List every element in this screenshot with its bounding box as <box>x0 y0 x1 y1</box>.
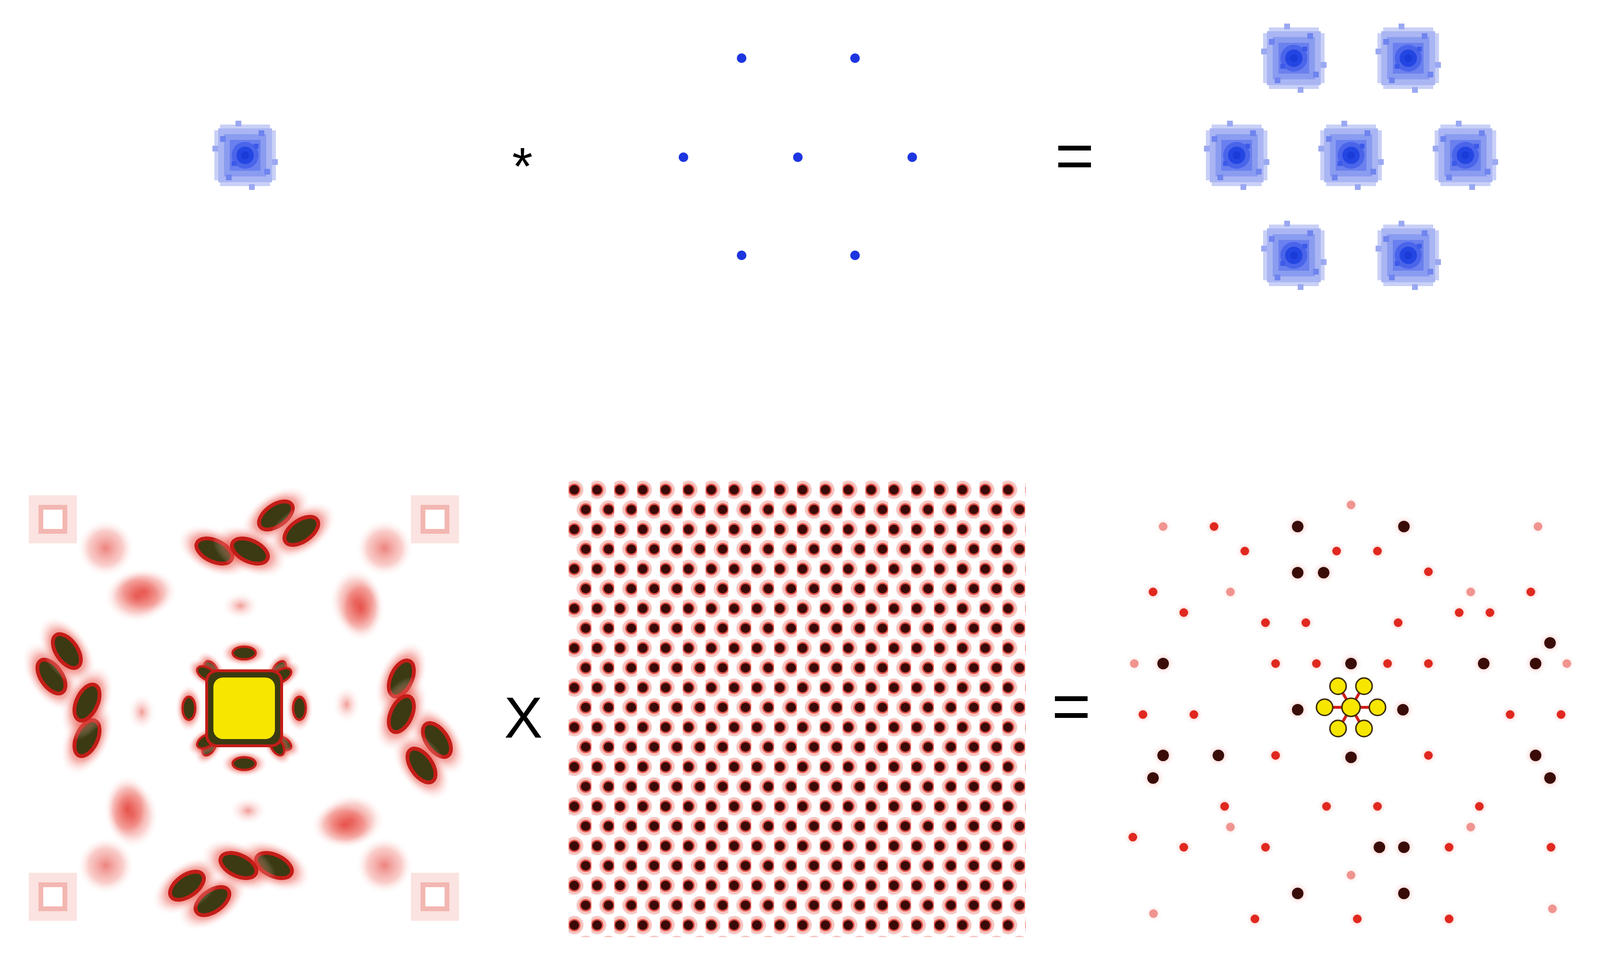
motif-transform <box>15 479 473 937</box>
reciprocal-lattice <box>568 479 1026 937</box>
diffraction-pattern <box>1122 479 1580 937</box>
equals-sign: = <box>1054 121 1095 189</box>
convolution-operator: * <box>512 139 534 193</box>
crystal <box>1203 23 1499 290</box>
equals-sign: = <box>1051 671 1092 740</box>
multiplication-operator: X <box>504 688 543 746</box>
motif <box>212 120 278 190</box>
lattice-points <box>678 53 918 261</box>
